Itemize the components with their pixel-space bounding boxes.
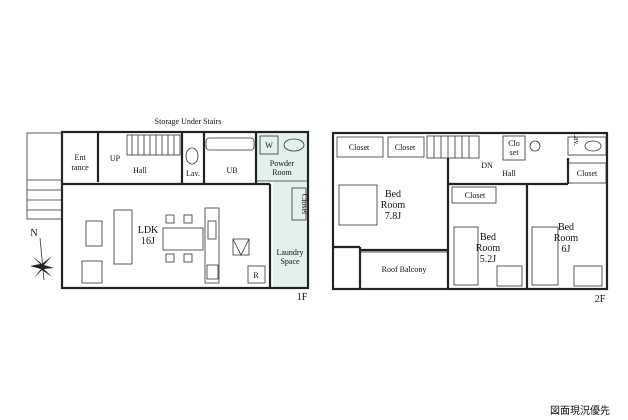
label-dn: DN	[481, 161, 493, 170]
toilet-2f	[584, 140, 602, 152]
label-lav-2f: Lav.	[572, 132, 581, 146]
bed-7-8j	[338, 184, 378, 226]
svg-text:16J: 16J	[141, 236, 155, 247]
label-closet-a: Closet	[349, 143, 370, 152]
label-ub: UB	[226, 166, 237, 175]
toilet-1f	[185, 147, 199, 165]
label-ldk: LDK	[138, 225, 159, 236]
svg-text:Room: Room	[476, 243, 501, 254]
label-closet-c: Clo	[508, 139, 520, 148]
sofa	[113, 209, 133, 265]
svg-text:Room: Room	[272, 168, 292, 177]
floor-label-2f: 2F	[595, 294, 606, 305]
r-box	[247, 265, 266, 284]
svg-text:7.8J: 7.8J	[385, 211, 402, 222]
label-hall: Hall	[133, 166, 148, 175]
stairs-2f	[426, 135, 480, 159]
label-roof-balcony: Roof Balcony	[382, 265, 427, 274]
label-w: W	[265, 141, 273, 150]
svg-text:6J: 6J	[562, 244, 571, 255]
floor-2-plan: Closet Closet Clo set Lav. DN Hall Close…	[331, 131, 609, 305]
bathtub	[205, 137, 255, 151]
label-up: UP	[110, 154, 121, 163]
desk-5-2j	[496, 265, 523, 287]
desk-6j	[573, 265, 603, 287]
label-closet-1f: Closet	[300, 194, 309, 215]
label-closet-d: Closet	[577, 169, 598, 178]
refrigerator	[232, 238, 250, 256]
kitchen-counter	[204, 207, 220, 284]
floor-1-plan: N Storage Under Stairs Ent rance UP Hall…	[26, 117, 310, 303]
note-current-condition-priority: 図面現況優先	[550, 404, 610, 417]
svg-text:Room: Room	[554, 233, 579, 244]
washer	[259, 135, 279, 155]
svg-text:Room: Room	[381, 200, 406, 211]
label-powder-room: Powder	[270, 159, 295, 168]
svg-text:5.2J: 5.2J	[480, 254, 497, 265]
bed-5-2j	[453, 226, 479, 286]
armchair	[81, 260, 103, 284]
dining-table	[162, 227, 204, 251]
svg-text:rance: rance	[71, 163, 89, 172]
label-bedroom-6j: Bed	[558, 222, 574, 233]
bed-6j	[531, 226, 559, 286]
wash-basin	[283, 138, 305, 152]
closet-1f	[291, 187, 307, 221]
svg-text:set: set	[510, 148, 520, 157]
label-closet-b: Closet	[395, 143, 416, 152]
label-bedroom-5-2j: Bed	[480, 232, 496, 243]
label-storage: Storage Under Stairs	[155, 117, 222, 126]
stove	[206, 264, 219, 280]
label-bedroom-7-8j: Bed	[385, 189, 401, 200]
compass-icon: N	[30, 228, 54, 281]
floor-label-1f: 1F	[297, 292, 308, 303]
table	[85, 220, 103, 247]
stairs-1f	[26, 132, 181, 220]
label-closet-e: Closet	[465, 191, 486, 200]
svg-text:R: R	[253, 271, 259, 280]
svg-text:N: N	[30, 228, 37, 239]
sink	[207, 220, 217, 240]
label-lav: Lav.	[186, 169, 200, 178]
label-hall-2f: Hall	[502, 169, 517, 178]
label-laundry: Laundry	[276, 248, 303, 257]
label-entrance: Ent	[74, 153, 86, 162]
svg-text:Space: Space	[280, 257, 300, 266]
